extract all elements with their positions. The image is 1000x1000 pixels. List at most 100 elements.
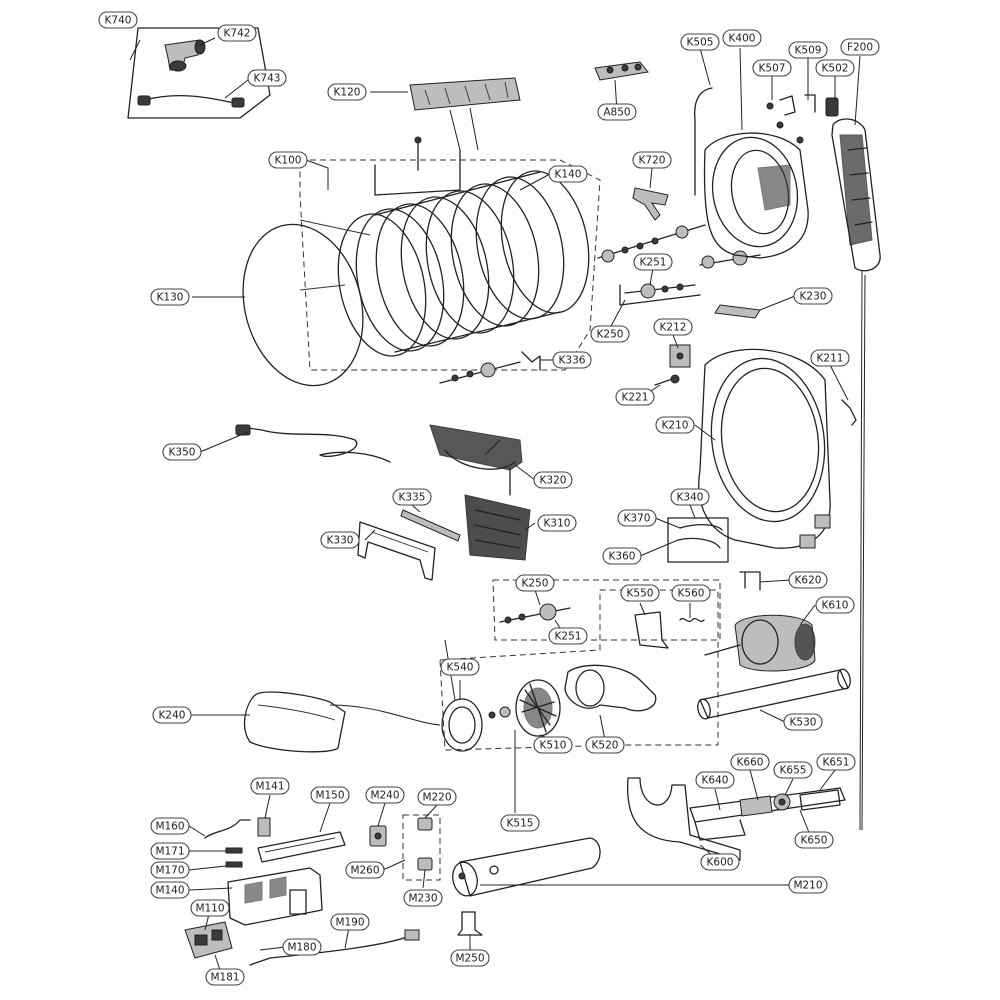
callout-k211: K211 <box>810 349 850 367</box>
callout-oval <box>548 165 588 183</box>
callout-k600: K600 <box>700 853 740 871</box>
callout-oval <box>345 861 385 879</box>
callout-k505: K505 <box>680 33 720 51</box>
callout-oval <box>548 627 588 645</box>
callout-oval <box>752 59 792 77</box>
callout-k740: K740 <box>98 11 138 29</box>
k610-motor <box>704 614 816 672</box>
callout-m240: M240 <box>365 786 405 804</box>
callout-k370: K370 <box>617 509 657 527</box>
callout-k507: K507 <box>752 59 792 77</box>
callout-oval <box>653 318 693 336</box>
callout-oval <box>392 488 432 506</box>
callout-oval <box>602 547 642 565</box>
callout-m160: M160 <box>150 817 190 835</box>
callout-k221: K221 <box>615 388 655 406</box>
callout-text: K360 <box>609 551 636 563</box>
callout-oval <box>310 786 350 804</box>
callout-text: K660 <box>737 757 764 769</box>
m140-valve-body <box>227 867 323 926</box>
k620-bracket <box>739 571 761 591</box>
callout-oval <box>632 151 672 169</box>
k400-rear-bulkhead <box>703 132 809 259</box>
callout-text: K509 <box>795 45 822 57</box>
callout-oval <box>788 571 828 589</box>
m110-gas-valve <box>184 921 233 959</box>
callout-k350: K350 <box>162 443 202 461</box>
callout-oval <box>268 151 308 169</box>
k140-drum <box>299 170 590 357</box>
callout-text: M220 <box>422 792 451 804</box>
callout-text: K320 <box>540 475 567 487</box>
callout-oval <box>327 83 367 101</box>
callout-m170: M170 <box>150 861 190 879</box>
callout-k743: K743 <box>247 69 287 87</box>
callout-oval <box>205 968 245 986</box>
callout-text: K340 <box>677 492 704 504</box>
k320-duct-cover <box>429 424 523 496</box>
callout-text: M260 <box>350 865 379 877</box>
callout-text: K350 <box>169 447 196 459</box>
callout-k340: K340 <box>670 488 710 506</box>
callout-oval <box>150 842 190 860</box>
k507-k509-k502-fasteners <box>766 94 839 144</box>
callout-text: K505 <box>687 37 714 49</box>
callout-text: K230 <box>800 291 827 303</box>
callout-k560: K560 <box>671 584 711 602</box>
callout-oval <box>700 853 740 871</box>
callout-text: K240 <box>159 710 186 722</box>
callout-text: F200 <box>847 42 873 54</box>
callout-text: M150 <box>315 790 344 802</box>
callout-k250b: K250 <box>515 574 555 592</box>
callout-oval <box>815 59 855 77</box>
callout-k240: K240 <box>152 706 192 724</box>
k540-blower-gasket <box>441 698 483 752</box>
callout-k130: K130 <box>150 288 190 306</box>
callout-oval <box>152 706 192 724</box>
k335-seal-strip <box>400 509 461 542</box>
callout-text: K515 <box>507 818 534 830</box>
callout-k360: K360 <box>602 547 642 565</box>
callout-k310: K310 <box>537 514 577 532</box>
m150-valve-bracket <box>257 831 346 863</box>
callout-oval <box>537 514 577 532</box>
callout-oval <box>773 761 813 779</box>
callout-k330: K330 <box>320 531 360 549</box>
callout-k520: K520 <box>585 736 625 754</box>
callout-m230: M230 <box>403 889 443 907</box>
k310-lint-housing <box>464 494 531 561</box>
blower-group-outline <box>439 589 719 751</box>
callout-text: K370 <box>624 513 651 525</box>
a850-part <box>594 61 649 81</box>
callout-text: K600 <box>707 857 734 869</box>
callout-text: K130 <box>157 292 184 304</box>
k520-blower-housing <box>564 664 657 712</box>
k212-hinge <box>669 344 691 368</box>
callout-oval <box>500 814 540 832</box>
callout-text: K507 <box>759 63 786 75</box>
m210-burner-tube <box>452 837 601 897</box>
callout-text: M140 <box>155 885 184 897</box>
callout-text: K720 <box>639 155 666 167</box>
callout-oval <box>617 509 657 527</box>
callout-k509: K509 <box>788 41 828 59</box>
callout-text: K540 <box>447 662 474 674</box>
callout-text: K210 <box>662 420 689 432</box>
callout-m250: M250 <box>450 949 490 967</box>
callout-oval <box>162 443 202 461</box>
k515-blower-nut <box>488 706 511 719</box>
callout-oval <box>440 658 480 676</box>
k330-duct-bracket <box>357 521 436 581</box>
callout-text: K560 <box>678 588 705 600</box>
callout-oval <box>247 69 287 87</box>
drum-axle-assembly <box>439 361 521 384</box>
callout-text: M170 <box>155 865 184 877</box>
callout-oval <box>320 531 360 549</box>
callout-oval <box>680 33 720 51</box>
callout-k320: K320 <box>533 471 573 489</box>
callout-text: K651 <box>823 757 850 769</box>
callout-oval <box>788 41 828 59</box>
callout-text: K743 <box>254 73 281 85</box>
callout-text: K650 <box>801 835 828 847</box>
k530-exhaust-pipe <box>697 668 851 720</box>
